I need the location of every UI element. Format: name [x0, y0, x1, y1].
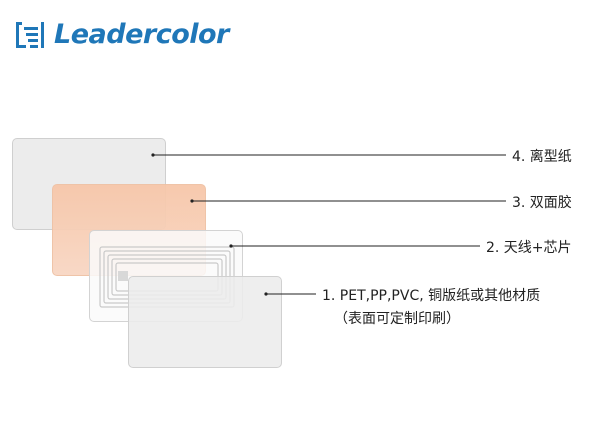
- layer-4-label: 4. 离型纸: [512, 149, 572, 165]
- base-material-layer: [128, 276, 282, 368]
- leader-dot-4: [151, 153, 155, 157]
- logo: Leadercolor: [14, 18, 229, 52]
- leader-dot-1: [264, 292, 268, 296]
- logo-text: Leadercolor: [54, 19, 229, 50]
- leader-dot-3: [190, 199, 194, 203]
- layer-1-label: 1. PET,PP,PVC, 铜版纸或其他材质: [322, 288, 541, 304]
- layer-3-label: 3. 双面胶: [512, 195, 572, 211]
- leader-dot-2: [229, 244, 233, 248]
- chip: [118, 271, 128, 281]
- layer-1-sublabel: （表面可定制印刷）: [334, 311, 460, 327]
- logo-mark-icon: [16, 22, 44, 48]
- layer-2-label: 2. 天线+芯片: [486, 240, 572, 256]
